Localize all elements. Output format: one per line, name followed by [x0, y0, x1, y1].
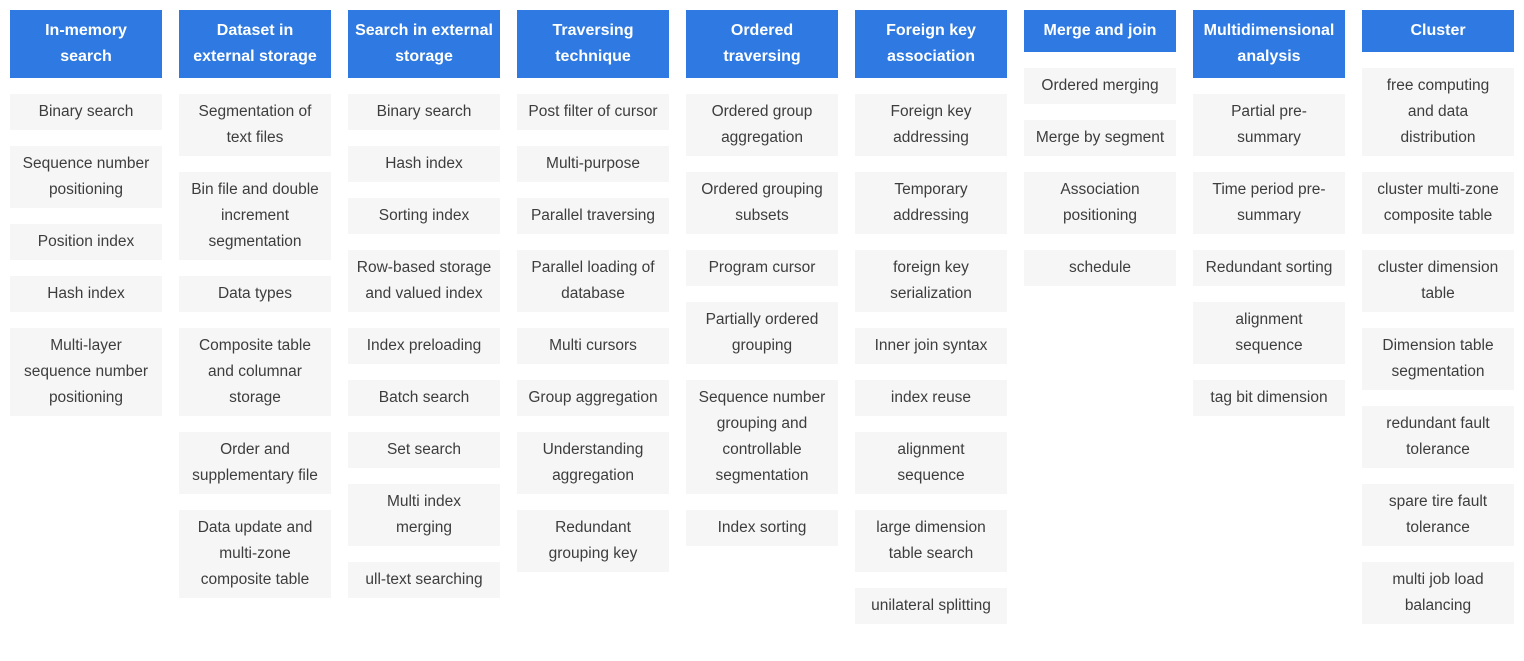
topic-tile[interactable]: Index sorting [686, 510, 838, 546]
category-header[interactable]: Dataset in external storage [179, 10, 331, 78]
topic-tile[interactable]: ull-text searching [348, 562, 500, 598]
topic-tile[interactable]: Sequence number grouping and controllabl… [686, 380, 838, 494]
topic-tile[interactable]: redundant fault tolerance [1362, 406, 1514, 468]
topic-tile[interactable]: free computing and data distribution [1362, 68, 1514, 156]
topic-tile[interactable]: Dimension table segmentation [1362, 328, 1514, 390]
topic-tile[interactable]: Foreign key addressing [855, 94, 1007, 156]
topic-tile[interactable]: Multi index merging [348, 484, 500, 546]
topic-tile[interactable]: Post filter of cursor [517, 94, 669, 130]
topic-tile[interactable]: Temporary addressing [855, 172, 1007, 234]
topic-tile[interactable]: Composite table and columnar storage [179, 328, 331, 416]
topic-tile[interactable]: Binary search [348, 94, 500, 130]
topic-tile[interactable]: Ordered grouping subsets [686, 172, 838, 234]
topic-tile[interactable]: Association positioning [1024, 172, 1176, 234]
topic-tile[interactable]: Position index [10, 224, 162, 260]
topic-tile[interactable]: Multi-purpose [517, 146, 669, 182]
category-column: Cluster free computing and data distribut… [1362, 10, 1514, 624]
topic-tile[interactable]: spare tire fault tolerance [1362, 484, 1514, 546]
topic-tile[interactable]: index reuse [855, 380, 1007, 416]
topic-tile[interactable]: multi job load balancing [1362, 562, 1514, 624]
topic-tile[interactable]: alignment sequence [855, 432, 1007, 494]
topic-tile[interactable]: Parallel loading of database [517, 250, 669, 312]
topic-tile[interactable]: Redundant grouping key [517, 510, 669, 572]
topic-tile[interactable]: Multi cursors [517, 328, 669, 364]
category-header[interactable]: Cluster [1362, 10, 1514, 52]
category-header[interactable]: Multidimensional analysis [1193, 10, 1345, 78]
topic-tile[interactable]: cluster dimension table [1362, 250, 1514, 312]
topic-tile[interactable]: Binary search [10, 94, 162, 130]
topic-tile[interactable]: Partial pre- summary [1193, 94, 1345, 156]
topic-tile[interactable]: Data update and multi-zone composite tab… [179, 510, 331, 598]
topic-tile[interactable]: Time period pre- summary [1193, 172, 1345, 234]
topic-tile[interactable]: foreign key serialization [855, 250, 1007, 312]
topic-tile[interactable]: schedule [1024, 250, 1176, 286]
topic-tile[interactable]: Segmentation of text files [179, 94, 331, 156]
topic-tile[interactable]: Index preloading [348, 328, 500, 364]
topic-tile[interactable]: Ordered group aggregation [686, 94, 838, 156]
topic-tile[interactable]: Redundant sorting [1193, 250, 1345, 286]
topic-tile[interactable]: Sequence number positioning [10, 146, 162, 208]
topic-tile[interactable]: Row-based storage and valued index [348, 250, 500, 312]
category-header[interactable]: Merge and join [1024, 10, 1176, 52]
category-header[interactable]: Search in external storage [348, 10, 500, 78]
topic-tile[interactable]: Understanding aggregation [517, 432, 669, 494]
topic-tile[interactable]: Program cursor [686, 250, 838, 286]
topic-tile[interactable]: tag bit dimension [1193, 380, 1345, 416]
topic-tile[interactable]: cluster multi-zone composite table [1362, 172, 1514, 234]
topic-tile[interactable]: Bin file and double increment segmentati… [179, 172, 331, 260]
topic-tile[interactable]: Group aggregation [517, 380, 669, 416]
topic-tile[interactable]: Data types [179, 276, 331, 312]
topic-tile[interactable]: unilateral splitting [855, 588, 1007, 624]
topic-tile[interactable]: Multi-layer sequence number positioning [10, 328, 162, 416]
topic-tile[interactable]: Hash index [10, 276, 162, 312]
topic-tile[interactable]: alignment sequence [1193, 302, 1345, 364]
category-header[interactable]: Ordered traversing [686, 10, 838, 78]
category-header[interactable]: Traversing technique [517, 10, 669, 78]
topic-tile[interactable]: Parallel traversing [517, 198, 669, 234]
topic-tile[interactable]: Inner join syntax [855, 328, 1007, 364]
topic-tile[interactable]: Merge by segment [1024, 120, 1176, 156]
category-header[interactable]: In-memory search [10, 10, 162, 78]
topic-tile[interactable]: Set search [348, 432, 500, 468]
topic-tile[interactable]: Partially ordered grouping [686, 302, 838, 364]
topic-tile[interactable]: Order and supplementary file [179, 432, 331, 494]
topic-tile[interactable]: large dimension table search [855, 510, 1007, 572]
topic-tile[interactable]: Ordered merging [1024, 68, 1176, 104]
topic-tile[interactable]: Batch search [348, 380, 500, 416]
topic-tile[interactable]: Sorting index [348, 198, 500, 234]
topic-tile[interactable]: Hash index [348, 146, 500, 182]
category-header[interactable]: Foreign key association [855, 10, 1007, 78]
